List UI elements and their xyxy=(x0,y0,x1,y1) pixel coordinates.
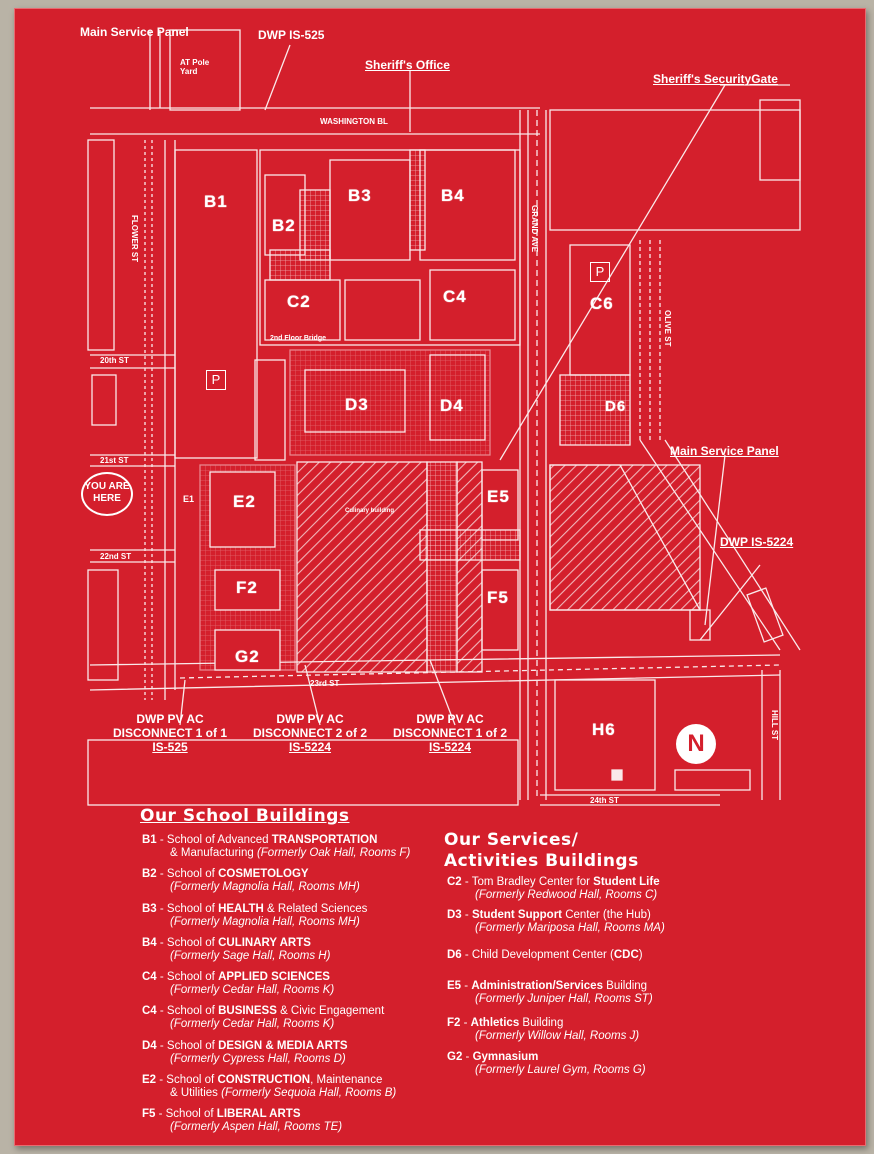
label-culinary-building: Culinary building xyxy=(345,508,394,514)
building-f2[interactable]: F2 xyxy=(236,578,258,597)
hill-st-road xyxy=(761,670,781,800)
building-e1[interactable]: E1 xyxy=(183,494,195,504)
parking-c6: P xyxy=(590,262,610,282)
building-e5[interactable]: E5 xyxy=(487,487,510,506)
school-entry-b1-0: B1 - School of Advanced TRANSPORTATION& … xyxy=(142,834,411,859)
street-olive: OLIVE ST xyxy=(663,310,672,347)
school-entry-b3-2: B3 - School of HEALTH & Related Sciences… xyxy=(142,903,368,928)
street-22nd: 22nd ST xyxy=(100,552,132,561)
school-entry-f5-8: F5 - School of LIBERAL ARTS(Formerly Asp… xyxy=(142,1108,343,1133)
olive-st-road xyxy=(639,240,661,440)
disconnect-3: DWP PV AC DISCONNECT 1 of 2 IS-5224 xyxy=(392,712,507,754)
label-2nd-floor-bridge: 2nd Floor Bridge xyxy=(270,335,326,342)
street-hill: HILL ST xyxy=(770,710,779,741)
service-entry-d3-1: D3 - Student Support Center (the Hub)(Fo… xyxy=(447,909,665,934)
building-b1[interactable]: B1 xyxy=(204,192,228,211)
street-20th: 20th ST xyxy=(100,356,129,365)
building-f5-outline xyxy=(481,569,519,651)
street-24th: 24th ST xyxy=(590,796,619,805)
building-f2-outline xyxy=(214,569,281,611)
disconnect-2: DWP PV AC DISCONNECT 2 of 2 IS-5224 xyxy=(252,712,367,754)
building-g2-outline xyxy=(214,629,281,671)
building-e2-outline xyxy=(209,471,276,548)
building-d3[interactable]: D3 xyxy=(345,395,369,414)
school-entry-c4-5: C4 - School of BUSINESS & Civic Engageme… xyxy=(142,1005,385,1030)
services-title-2: Activities Buildings xyxy=(444,851,639,871)
label-main-service-panel-right: Main Service Panel xyxy=(670,444,779,458)
building-d6[interactable]: D6 xyxy=(605,398,627,415)
building-d6-outline xyxy=(559,374,631,446)
street-grand: GRAND AVE xyxy=(530,205,539,253)
building-b1-outline xyxy=(174,149,258,459)
parking-b1: P xyxy=(206,370,226,390)
service-entry-f2-4: F2 - Athletics Building(Formerly Willow … xyxy=(447,1017,640,1042)
label-main-service-panel-top: Main Service Panel xyxy=(80,25,189,39)
label-sheriffs-office: Sheriff's Office xyxy=(365,58,450,72)
building-c2[interactable]: C2 xyxy=(287,292,311,311)
building-b3[interactable]: B3 xyxy=(348,186,372,205)
washington-bl-road xyxy=(90,107,540,135)
street-flower: FLOWER ST xyxy=(130,215,139,263)
you-are-here-marker: YOU ARE HERE xyxy=(81,472,133,516)
school-entry-d4-6: D4 - School of DESIGN & MEDIA ARTS(Forme… xyxy=(142,1040,348,1065)
disconnect-1: DWP PV AC DISCONNECT 1 of 1 IS-525 xyxy=(112,712,227,754)
building-b2-outline xyxy=(264,174,306,256)
school-entry-b4-3: B4 - School of CULINARY ARTS(Formerly Sa… xyxy=(142,937,331,962)
label-dwp-is-525-top: DWP IS-525 xyxy=(258,28,325,42)
callout-lines xyxy=(179,44,790,726)
north-arrow-icon: N xyxy=(676,724,716,764)
school-buildings-title: Our School Buildings xyxy=(140,806,350,826)
school-entry-b2-1: B2 - School of COSMETOLOGY(Formerly Magn… xyxy=(142,868,360,893)
building-b2[interactable]: B2 xyxy=(272,216,296,235)
building-d4[interactable]: D4 xyxy=(440,396,464,415)
building-b3-outline xyxy=(329,159,411,261)
building-g2[interactable]: G2 xyxy=(235,647,260,666)
building-h6-outline xyxy=(554,679,656,791)
building-b4-outline xyxy=(419,149,516,261)
building-c4[interactable]: C4 xyxy=(443,287,467,306)
flower-st-rail xyxy=(144,140,153,700)
service-entry-g2-5: G2 - Gymnasium(Formerly Laurel Gym, Room… xyxy=(447,1051,646,1076)
school-entry-e2-7: E2 - School of CONSTRUCTION, Maintenance… xyxy=(142,1074,397,1099)
building-e2[interactable]: E2 xyxy=(233,492,256,511)
street-washington: WASHINGTON BL xyxy=(320,117,388,126)
culinary-area xyxy=(296,461,428,673)
label-dwp-is-5224-right: DWP IS-5224 xyxy=(720,535,794,549)
street-21st: 21st ST xyxy=(100,456,129,465)
building-b4[interactable]: B4 xyxy=(441,186,465,205)
street-yard: AT Pole Yard xyxy=(180,58,210,76)
pole-yard-area xyxy=(169,29,241,111)
building-f5[interactable]: F5 xyxy=(487,588,509,607)
hatched-lot xyxy=(549,464,701,611)
label-sheriffs-security-gate: Sheriff's SecurityGate xyxy=(653,72,778,86)
building-c4-outline xyxy=(429,269,516,341)
building-h6[interactable]: H6 xyxy=(592,720,616,739)
service-entry-d6-2: D6 - Child Development Center (CDC) xyxy=(447,949,643,961)
services-title-1: Our Services/ xyxy=(444,830,579,850)
school-entry-c4-4: C4 - School of APPLIED SCIENCES(Formerly… xyxy=(142,971,335,996)
street-23rd: 23rd ST xyxy=(310,679,340,688)
building-c6[interactable]: C6 xyxy=(590,294,614,313)
service-entry-c2-0: C2 - Tom Bradley Center for Student Life… xyxy=(447,876,660,901)
service-entry-e5-3: E5 - Administration/Services Building(Fo… xyxy=(447,980,653,1005)
